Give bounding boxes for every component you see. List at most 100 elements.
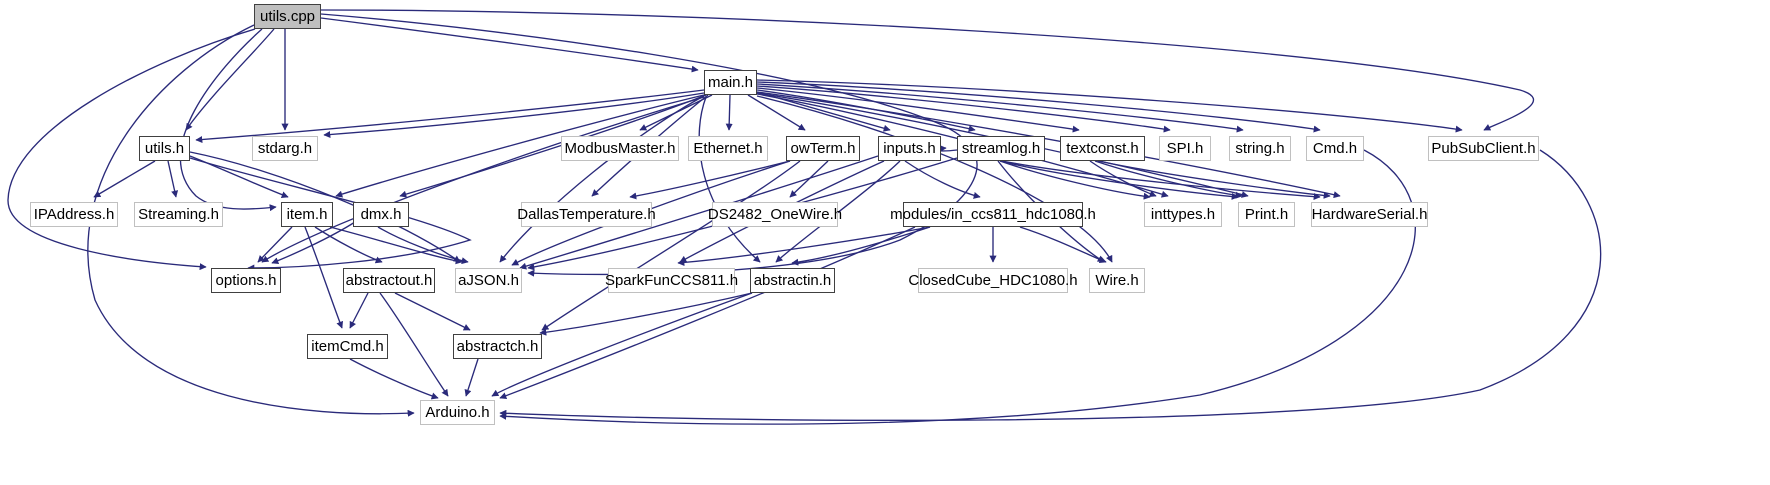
graph-edge-streamlog-h-to-print-h xyxy=(999,160,1239,200)
graph-edge-owterm-h-to-dallastemp-h xyxy=(629,160,791,200)
graph-node-label: inputs.h xyxy=(883,140,936,157)
graph-edge-main-h-to-textconst-h xyxy=(756,87,1080,133)
graph-edge-dmx-h-to-ajson-h xyxy=(377,226,469,265)
graph-node-label: owTerm.h xyxy=(790,140,856,157)
graph-node-textconst-h[interactable]: textconst.h xyxy=(1060,136,1145,161)
graph-node-label: item.h xyxy=(286,206,328,223)
graph-node-utils-h[interactable]: utils.h xyxy=(139,136,190,161)
graph-node-label: utils.cpp xyxy=(259,8,316,25)
graph-edge-main-h-to-item-h xyxy=(335,94,705,198)
graph-node-label: ClosedCube_HDC1080.h xyxy=(908,272,1078,289)
graph-edge-abstractch-h-to-arduino-h xyxy=(464,358,479,397)
graph-edge-utils-h-to-item-h xyxy=(189,155,289,199)
graph-edge-main-h-to-pubsubclient-h xyxy=(756,79,1463,133)
graph-node-label: options.h xyxy=(215,272,277,289)
graph-node-spi-h[interactable]: SPI.h xyxy=(1159,136,1211,161)
graph-node-ethernet-h[interactable]: Ethernet.h xyxy=(688,136,768,161)
graph-edge-textconst-h-to-inttypes-h xyxy=(1089,160,1157,198)
graph-node-arduino-h[interactable]: Arduino.h xyxy=(420,400,495,425)
graph-node-label: ModbusMaster.h xyxy=(564,140,676,157)
graph-edge-main-h-to-wire-h xyxy=(756,95,1113,263)
graph-node-label: SparkFunCCS811.h xyxy=(604,272,739,289)
graph-edge-textconst-h-to-print-h xyxy=(1094,160,1243,199)
graph-node-wire-h[interactable]: Wire.h xyxy=(1089,268,1145,293)
graph-edge-item-h-to-abstractout-h xyxy=(314,226,383,264)
graph-node-label: Streaming.h xyxy=(138,206,219,223)
graph-edge-streamlog-h-to-inttypes-h xyxy=(999,160,1151,200)
graph-edge-inputs-h-to-in-ccs811-h xyxy=(904,160,981,199)
graph-edge-cmd-h-to-arduino-h xyxy=(499,149,1417,425)
graph-edge-utils-cpp-to-main-h xyxy=(320,17,699,73)
graph-node-modbusmaster-h[interactable]: ModbusMaster.h xyxy=(561,136,679,161)
graph-node-print-h[interactable]: Print.h xyxy=(1238,202,1295,227)
graph-edge-utils-cpp-to-pubsubclient-h xyxy=(320,9,1535,131)
graph-edge-in-ccs811-h-to-abstractin-h xyxy=(791,226,931,266)
graph-node-item-h[interactable]: item.h xyxy=(281,202,333,227)
graph-node-label: string.h xyxy=(1235,140,1285,157)
graph-edge-utils-cpp-to-item-h xyxy=(179,28,277,212)
graph-node-label: modules/in_ccs811_hdc1080.h xyxy=(890,206,1096,223)
graph-node-label: HardwareSerial.h xyxy=(1311,206,1428,223)
graph-node-label: abstractout.h xyxy=(345,272,433,289)
graph-edge-itemcmd-h-to-arduino-h xyxy=(349,358,439,400)
graph-node-label: dmx.h xyxy=(360,206,402,223)
graph-node-label: Wire.h xyxy=(1095,272,1139,289)
graph-edge-abstractin-h-to-abstractch-h xyxy=(539,292,753,336)
graph-edge-in-ccs811-h-to-sparkfunccs811-h xyxy=(677,226,931,266)
graph-node-label: main.h xyxy=(707,74,754,91)
graph-node-streaming-h[interactable]: Streaming.h xyxy=(134,202,223,227)
graph-node-inttypes-h[interactable]: inttypes.h xyxy=(1144,202,1222,227)
graph-node-ipaddress-h[interactable]: IPAddress.h xyxy=(30,202,118,227)
graph-node-cmd-h[interactable]: Cmd.h xyxy=(1306,136,1364,161)
graph-node-owterm-h[interactable]: owTerm.h xyxy=(786,136,860,161)
graph-edge-utils-cpp-to-options-h xyxy=(7,28,256,271)
graph-node-label: Print.h xyxy=(1244,206,1289,223)
graph-node-label: SPI.h xyxy=(1166,140,1204,157)
graph-edge-in-ccs811-h-to-arduino-h xyxy=(499,226,916,400)
graph-node-options-h[interactable]: options.h xyxy=(211,268,281,293)
graph-node-hardwareserial-h[interactable]: HardwareSerial.h xyxy=(1311,202,1428,227)
graph-edge-main-h-to-dmx-h xyxy=(399,94,707,198)
graph-edge-item-h-to-options-h xyxy=(257,226,293,263)
graph-edge-item-h-to-ajson-h xyxy=(329,226,463,265)
graph-node-pubsubclient-h[interactable]: PubSubClient.h xyxy=(1428,136,1539,161)
graph-edge-main-h-to-cmd-h xyxy=(756,81,1321,133)
graph-node-ajson-h[interactable]: aJSON.h xyxy=(455,268,522,293)
graph-node-streamlog-h[interactable]: streamlog.h xyxy=(957,136,1045,161)
graph-node-inputs-h[interactable]: inputs.h xyxy=(878,136,941,161)
graph-node-label: streamlog.h xyxy=(961,140,1041,157)
graph-node-dmx-h[interactable]: dmx.h xyxy=(353,202,409,227)
graph-edge-utils-h-to-streaming-h xyxy=(167,160,179,198)
graph-edge-utils-h-to-ajson-h xyxy=(189,151,461,263)
graph-node-label: abstractin.h xyxy=(753,272,832,289)
graph-node-abstractin-h[interactable]: abstractin.h xyxy=(750,268,835,293)
graph-node-label: abstractch.h xyxy=(456,338,539,355)
graph-edge-main-h-to-options-h xyxy=(261,96,705,263)
graph-edge-abstractout-h-to-itemcmd-h xyxy=(349,292,369,329)
graph-node-in-ccs811-h[interactable]: modules/in_ccs811_hdc1080.h xyxy=(890,202,1096,227)
graph-edge-main-h-to-ethernet-h xyxy=(725,94,733,131)
graph-node-abstractch-h[interactable]: abstractch.h xyxy=(453,334,542,359)
graph-node-utils-cpp[interactable]: utils.cpp xyxy=(254,4,321,29)
graph-node-string-h[interactable]: string.h xyxy=(1229,136,1291,161)
graph-node-ds2482-h[interactable]: DS2482_OneWire.h xyxy=(708,202,842,227)
graph-edge-streamlog-h-to-hardwareserial-h xyxy=(1001,160,1321,201)
graph-node-dallastemp-h[interactable]: DallasTemperature.h xyxy=(517,202,656,227)
graph-edge-utils-cpp-to-utils-h xyxy=(185,28,275,131)
graph-node-abstractout-h[interactable]: abstractout.h xyxy=(343,268,435,293)
graph-edge-item-h-to-itemcmd-h xyxy=(304,226,344,329)
graph-edge-main-h-to-spi-h xyxy=(756,85,1171,133)
graph-node-stdarg-h[interactable]: stdarg.h xyxy=(252,136,318,161)
graph-node-itemcmd-h[interactable]: itemCmd.h xyxy=(307,334,388,359)
graph-node-label: IPAddress.h xyxy=(33,206,115,223)
graph-edge-abstractin-h-to-arduino-h xyxy=(491,292,753,397)
graph-node-sparkfunccs811-h[interactable]: SparkFunCCS811.h xyxy=(604,268,739,293)
graph-edge-main-h-to-ajson-h xyxy=(499,95,705,263)
graph-node-label: PubSubClient.h xyxy=(1431,140,1536,157)
graph-node-closedcube-h[interactable]: ClosedCube_HDC1080.h xyxy=(908,268,1078,293)
graph-edge-main-h-to-abstractin-h xyxy=(698,96,761,263)
graph-node-main-h[interactable]: main.h xyxy=(704,70,757,95)
graph-node-label: Arduino.h xyxy=(425,404,490,421)
